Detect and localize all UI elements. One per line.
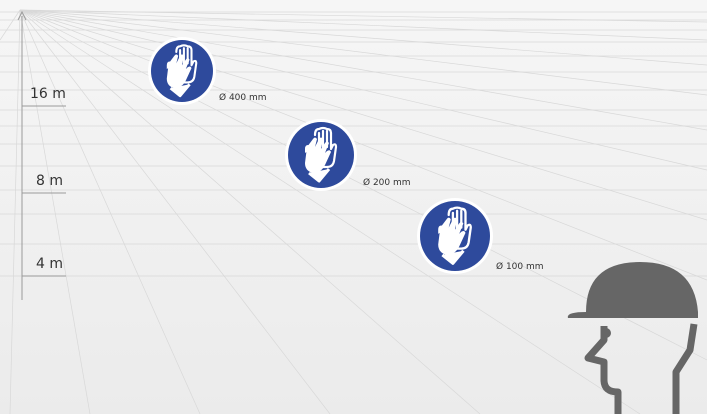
sign-diameter-label-100: Ø 100 mm bbox=[496, 262, 544, 272]
distance-label-16m: 16 m bbox=[30, 86, 66, 102]
sign-diameter-label-400: Ø 400 mm bbox=[219, 93, 267, 103]
sign-100mm bbox=[417, 198, 493, 274]
distance-label-8m: 8 m bbox=[36, 173, 63, 189]
distance-label-4m: 4 m bbox=[36, 256, 63, 272]
sign-400mm bbox=[148, 37, 216, 105]
sign-diameter-label-200: Ø 200 mm bbox=[363, 178, 411, 188]
sign-200mm bbox=[285, 119, 357, 191]
